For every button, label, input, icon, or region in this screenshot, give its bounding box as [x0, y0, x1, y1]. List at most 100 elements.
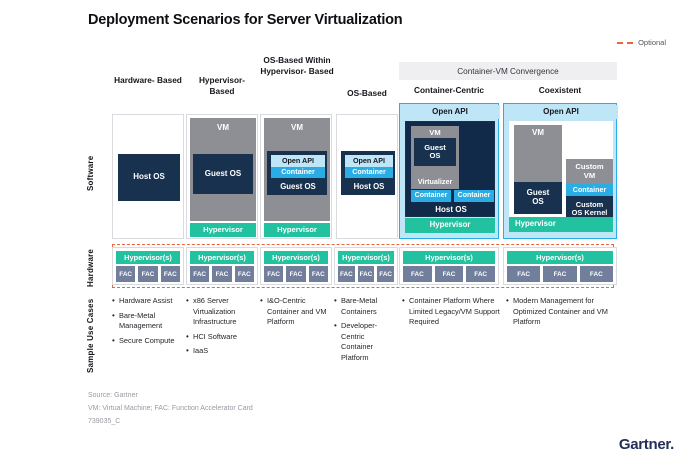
column-header-os-based: OS-Based	[347, 88, 387, 98]
convergence-banner: Container-VM Convergence	[399, 62, 617, 80]
use-case-item: Modern Management for Optimized Containe…	[506, 295, 610, 328]
block-open-api: Open API	[504, 105, 618, 119]
hardware-fac-tile: FAC	[212, 266, 232, 282]
use-case-item: x86 Server Virtualization Infrastructure	[186, 295, 258, 328]
brand-dot: .	[670, 436, 674, 453]
use-case-item: I&O-Centric Container and VM Platform	[260, 295, 330, 328]
column-header-hypervisor-based: Hypervisor- Based	[198, 75, 246, 96]
block-host-os-wrapper: Open API Container Host OS	[341, 151, 395, 195]
block-host-os: Host OS	[118, 154, 180, 201]
block-host-os: Host OS	[353, 181, 385, 191]
row-label-hardware: Hardware	[86, 248, 95, 288]
block-host-os-wrapper: VM Guest OS Virtualizer Container Contai…	[405, 121, 495, 217]
hardware-fac-tile: FAC	[466, 266, 495, 282]
hardware-fac-tile: FAC	[403, 266, 432, 282]
hardware-fac-tile: FAC	[308, 266, 328, 282]
use-case-item: IaaS	[186, 345, 258, 357]
use-case-column-os-within-hypervisor: I&O-Centric Container and VM Platform	[260, 295, 330, 332]
footer-notes: Source: Gartner VM: Virtual Machine; FAC…	[88, 390, 253, 429]
use-case-list: Bare-Metal ContainersDeveloper-Centric C…	[334, 295, 396, 363]
hardware-fac-tile: FAC	[138, 266, 158, 282]
use-case-column-hypervisor-based: x86 Server Virtualization Infrastructure…	[186, 295, 258, 361]
hardware-fac-tile: FAC	[507, 266, 541, 282]
block-virtualizer: Virtualizer	[411, 176, 459, 189]
block-custom-vm: Custom VM	[566, 159, 613, 184]
page-title: Deployment Scenarios for Server Virtuali…	[88, 12, 403, 28]
hardware-fac-tile: FAC	[264, 266, 284, 282]
block-hypervisor: Hypervisor	[190, 223, 256, 237]
block-guest-os: Guest OS	[280, 181, 316, 191]
column-header-container-centric: Container-Centric	[413, 85, 485, 95]
block-hypervisor: Hypervisor	[405, 218, 495, 233]
software-column-hardware-based: Host OS	[112, 114, 184, 239]
hardware-hypervisor-bar: Hypervisor(s)	[264, 251, 328, 264]
block-guest-os: Guest OS	[514, 182, 562, 214]
use-case-list: Hardware AssistBare-Metal ManagementSecu…	[112, 295, 182, 347]
use-case-item: Bare-Metal Containers	[334, 295, 396, 317]
software-column-os-within-hypervisor: VM Open API Container Guest OS Hyperviso…	[260, 114, 332, 239]
hardware-fac-tile: FAC	[338, 266, 355, 282]
use-case-item: Secure Compute	[112, 335, 182, 347]
use-case-list: x86 Server Virtualization Infrastructure…	[186, 295, 258, 357]
block-container: Container	[345, 167, 393, 178]
software-column-hypervisor-based: VM Guest OS Hypervisor	[186, 114, 258, 239]
use-case-list: Container Platform Where Limited Legacy/…	[402, 295, 500, 328]
hardware-fac-tile: FAC	[434, 266, 464, 282]
block-open-api: Open API	[345, 155, 393, 167]
row-label-use-cases: Sample Use Cases	[86, 298, 95, 374]
legend-label: Optional	[638, 38, 666, 47]
dashed-line-icon	[617, 41, 634, 44]
footer-source: Source: Gartner	[88, 392, 138, 399]
block-guest-os: Guest OS	[193, 154, 253, 194]
use-case-column-container-centric: Container Platform Where Limited Legacy/…	[402, 295, 500, 332]
software-column-coexistent: Open API VM Guest OS Custom VM Container…	[503, 103, 618, 239]
block-open-api: Open API	[400, 105, 500, 119]
column-header-os-based-within-hypervisor-based: OS-Based Within Hypervisor- Based	[260, 55, 334, 76]
footer-abbreviations: VM: Virtual Machine; FAC: Function Accel…	[88, 404, 253, 412]
hardware-hypervisor-bar: Hypervisor(s)	[403, 251, 495, 264]
hardware-fac-tile: FAC	[357, 266, 375, 282]
block-hypervisor: Hypervisor	[264, 223, 330, 237]
use-case-item: HCI Software	[186, 331, 258, 343]
block-hypervisor: Hypervisor	[509, 217, 613, 232]
use-case-column-coexistent: Modern Management for Optimized Containe…	[506, 295, 610, 332]
column-header-coexistent: Coexistent	[538, 85, 582, 95]
hardware-fac-tile: FAC	[579, 266, 613, 282]
use-case-item: Bare-Metal Management	[112, 310, 182, 332]
hardware-hypervisor-bar: Hypervisor(s)	[507, 251, 613, 264]
hardware-hypervisor-bar: Hypervisor(s)	[190, 251, 254, 264]
block-container: Container	[271, 167, 325, 178]
hardware-fac-tile: FAC	[543, 266, 577, 282]
legend-optional: Optional	[617, 38, 666, 47]
hardware-fac-tile: FAC	[286, 266, 306, 282]
use-case-item: Hardware Assist	[112, 295, 182, 307]
block-container: Container	[411, 190, 451, 202]
block-container: Container	[566, 184, 613, 196]
hardware-hypervisor-bar: Hypervisor(s)	[116, 251, 180, 264]
use-case-list: I&O-Centric Container and VM Platform	[260, 295, 330, 328]
hardware-fac-tile: FAC	[116, 266, 136, 282]
software-column-os-based: Open API Container Host OS	[336, 114, 398, 239]
block-guest-os-wrapper: Open API Container Guest OS	[267, 151, 327, 195]
row-label-software: Software	[86, 155, 95, 191]
use-case-item: Developer-Centric Container Platform	[334, 320, 396, 363]
footer-code: 739035_C	[88, 417, 121, 425]
hardware-fac-tile: FAC	[234, 266, 254, 282]
block-open-api: Open API	[271, 155, 325, 167]
use-case-column-os-based: Bare-Metal ContainersDeveloper-Centric C…	[334, 295, 396, 367]
block-host-os: Host OS	[435, 204, 467, 214]
use-case-item: Container Platform Where Limited Legacy/…	[402, 295, 500, 328]
gartner-logo: Gartner.	[619, 436, 674, 453]
use-case-column-hardware-based: Hardware AssistBare-Metal ManagementSecu…	[112, 295, 182, 350]
use-case-list: Modern Management for Optimized Containe…	[506, 295, 610, 328]
software-column-container-centric: Open API VM Guest OS Virtualizer Contain…	[399, 103, 500, 239]
hardware-fac-tile: FAC	[377, 266, 394, 282]
brand-name: Gartner	[618, 436, 671, 453]
